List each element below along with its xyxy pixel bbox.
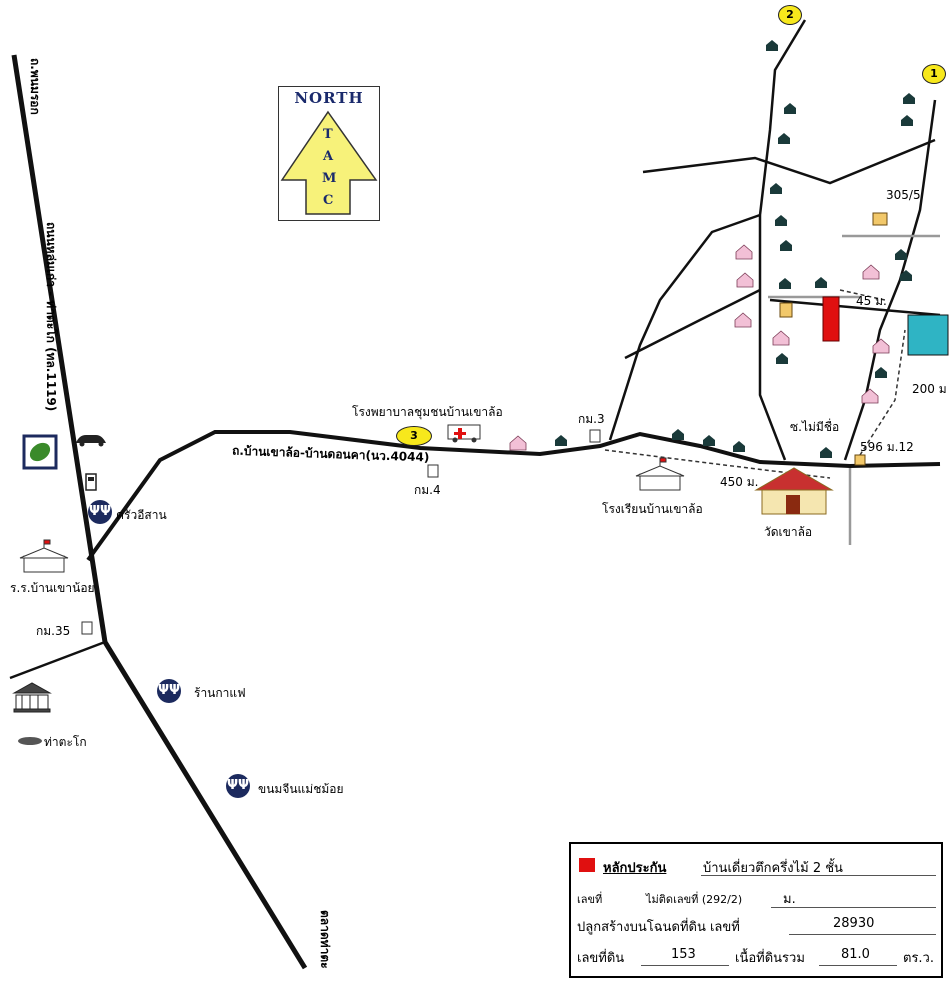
- area-label: เนื้อที่ดินรวม: [735, 951, 805, 966]
- house-596-label: 596 ม.12: [860, 440, 914, 454]
- dist-45-label: 45 ม.: [856, 294, 887, 308]
- dist-45-line: [839, 289, 886, 301]
- road-label-main: ถนนหล่มเก่า - ท่าตะโก (ทล.1119): [44, 222, 58, 412]
- badge-2: 2: [778, 5, 802, 25]
- house-305-icon: [872, 212, 888, 226]
- house-icons: [555, 40, 915, 458]
- temple-icon: [754, 467, 834, 515]
- north-title: NORTH: [294, 89, 364, 107]
- type-underline: [701, 875, 936, 876]
- road-label-main-bottom: ตลาดท่าตะ: [318, 910, 332, 969]
- north-letter-t: T: [323, 127, 333, 142]
- north-letter-a: A: [323, 149, 334, 164]
- area-value: 81.0: [841, 947, 870, 962]
- dist-450-label: 450 ม.: [720, 475, 759, 489]
- restaurant-icon: ΨΨ: [88, 500, 112, 524]
- village-road-line: [86, 430, 941, 562]
- moo-underline: [771, 907, 936, 908]
- collateral-title: หลักประกัน: [603, 861, 667, 876]
- north-letter-m: M: [322, 171, 337, 186]
- km4-label: กม.4: [414, 483, 441, 497]
- branch-road-d: [642, 138, 936, 185]
- collateral-type: บ้านเดี่ยวตึกครึ่งไม้ 2 ชั้น: [703, 861, 843, 876]
- moo-label: ม.: [783, 892, 796, 907]
- land-value: 153: [671, 947, 696, 962]
- land-label: เลขที่ดิน: [577, 951, 625, 966]
- cafe-label: ร้านกาแฟ: [194, 686, 246, 700]
- no-value: ไม่ติดเลขที่ (292/2): [646, 893, 743, 906]
- km35-label: กม.35: [36, 624, 71, 638]
- no-label: เลขที่: [577, 893, 603, 906]
- noodle-icon: ΨΨ: [226, 774, 250, 798]
- restaurant-label: ครัวอีสาน: [116, 508, 167, 522]
- district-office-icon: [12, 682, 52, 713]
- temple-label: วัดเขาล้อ: [764, 525, 813, 539]
- land-underline: [641, 965, 729, 966]
- hospital-label: โรงพยาบาลชุมชนบ้านเขาล้อ: [352, 405, 503, 419]
- km3-post-icon: [589, 429, 601, 443]
- school2-label: ร.ร.บ้านเขาน้อย: [10, 581, 95, 595]
- collateral-marker: [822, 296, 840, 342]
- km3-label: กม.3: [578, 412, 605, 426]
- branch-road-f: [624, 288, 761, 360]
- car-icon: [76, 435, 106, 447]
- badge-3: 3: [396, 426, 432, 446]
- noodle-label: ขนมจีนแม่ชม้อย: [258, 782, 344, 796]
- shrine-icon: [779, 302, 793, 318]
- house-305-label: 305/5: [886, 188, 921, 202]
- school2-building-icon: [19, 539, 69, 573]
- cafe-icon: ΨΨ: [157, 679, 181, 703]
- area-unit: ตร.ว.: [903, 951, 934, 966]
- boat-icon: [18, 737, 42, 745]
- school-label: โรงเรียนบ้านเขาล้อ: [602, 502, 703, 516]
- road-label-top-left: ถ.พนมรอก: [28, 58, 42, 115]
- badge-1: 1: [922, 64, 946, 84]
- collateral-legend-swatch: [579, 858, 595, 872]
- road-west: [9, 640, 106, 680]
- north-compass: NORTH T A M C: [278, 86, 380, 221]
- km4-post-icon: [427, 464, 439, 478]
- area-underline: [819, 965, 897, 966]
- deed-label: ปลูกสร้างบนโฉนดที่ดิน เลขที่: [577, 920, 740, 935]
- deed-value: 28930: [833, 916, 875, 931]
- leaf-logo-icon: [22, 434, 58, 470]
- ambulance-icon: [447, 424, 481, 443]
- north-letter-c: C: [323, 193, 334, 208]
- pond: [907, 314, 949, 356]
- branch-road-c: [758, 215, 787, 461]
- branch-road-e: [843, 99, 937, 461]
- km35-post-icon: [81, 621, 93, 635]
- dist-200-line: [859, 329, 906, 456]
- district-label: ท่าตะโก: [44, 735, 87, 749]
- dist-200-label: 200 ม: [912, 382, 947, 396]
- branch-road-b: [758, 19, 807, 216]
- school-building-icon: [635, 457, 685, 491]
- north-arrow-icon: [280, 110, 378, 215]
- house-596-icon: [854, 454, 866, 466]
- collateral-info-box: หลักประกัน บ้านเดี่ยวตึกครึ่งไม้ 2 ชั้น …: [569, 842, 943, 978]
- branch-road-a: [608, 213, 761, 441]
- pink-house-icons: [509, 244, 890, 451]
- soi-label: ซ.ไม่มีชื่อ: [790, 420, 840, 434]
- soi-road: [769, 298, 941, 317]
- gas-pump-icon: [85, 473, 97, 491]
- deed-underline: [789, 934, 936, 935]
